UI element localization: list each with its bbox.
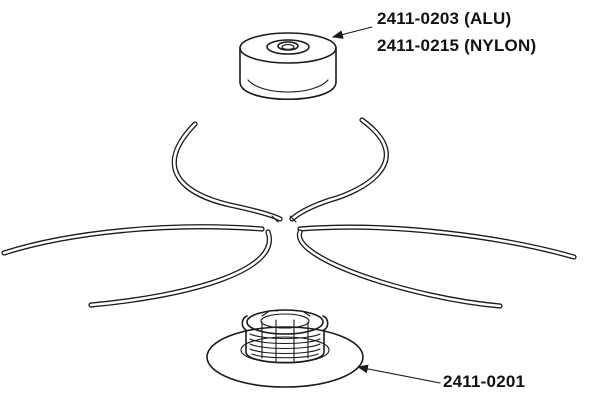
nut-part bbox=[239, 32, 337, 101]
base-leader-arrow bbox=[356, 364, 441, 384]
part-label-nut-alu: 2411-0203 (ALU) bbox=[377, 9, 512, 28]
nut-leader-arrow bbox=[331, 26, 373, 39]
head-base-part bbox=[206, 309, 364, 388]
trimmer-lines bbox=[1, 117, 577, 309]
part-label-nut-nylon: 2411-0215 (NYLON) bbox=[377, 36, 537, 55]
part-label-head-base: 2411-0201 bbox=[443, 372, 526, 391]
